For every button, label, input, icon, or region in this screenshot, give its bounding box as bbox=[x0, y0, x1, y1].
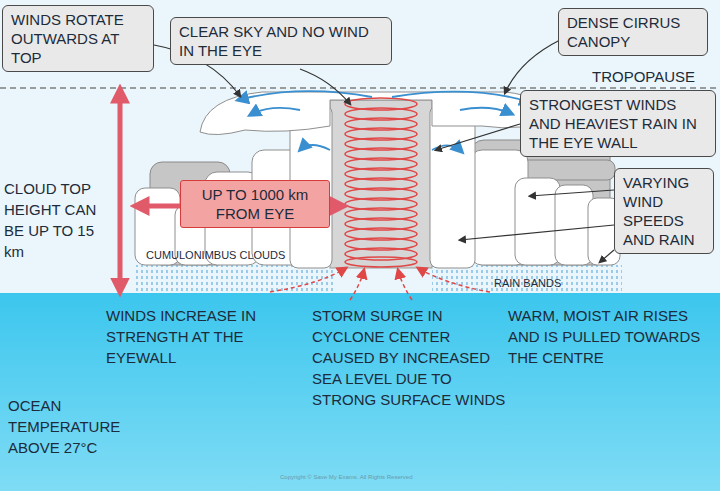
eye bbox=[330, 100, 432, 268]
box-text: UP TO 1000 km FROM EYE bbox=[189, 185, 321, 223]
watermark: Copyright © Save My Exams. All Rights Re… bbox=[280, 473, 480, 481]
ocean bbox=[0, 293, 720, 491]
tropopause-label: TROPOPAUSE bbox=[592, 66, 717, 87]
ocean-note: OCEAN TEMPERATURE ABOVE 27°C bbox=[8, 395, 168, 458]
box-text: VARYING WIND SPEEDS AND RAIN bbox=[623, 173, 705, 249]
rain-bands bbox=[135, 265, 622, 293]
box-text: STRONGEST WINDS AND HEAVIEST RAIN IN THE… bbox=[529, 95, 707, 152]
rain-label: RAIN BANDS bbox=[494, 276, 594, 291]
callout-box: STRONGEST WINDS AND HEAVIEST RAIN IN THE… bbox=[520, 90, 716, 157]
callout-box: WINDS ROTATE OUTWARDS AT TOP bbox=[2, 5, 154, 72]
box-text: DENSE CIRRUS CANOPY bbox=[567, 13, 699, 51]
inflow-arrows bbox=[270, 268, 490, 300]
height-note: CLOUD TOP HEIGHT CAN BE UP TO 15 km bbox=[4, 178, 114, 262]
box-text: CLEAR SKY AND NO WIND IN THE EYE bbox=[179, 22, 383, 60]
storm-surge-note: STORM SURGE IN CYCLONE CENTER CAUSED BY … bbox=[312, 305, 507, 410]
spiral bbox=[345, 98, 417, 267]
callout-box: CLEAR SKY AND NO WIND IN THE EYE bbox=[170, 17, 392, 65]
callout-box: VARYING WIND SPEEDS AND RAIN bbox=[614, 168, 714, 254]
cloud-label: CUMULONIMBUS CLOUDS bbox=[146, 248, 331, 263]
inflow-note: WARM, MOIST AIR RISES AND IS PULLED TOWA… bbox=[508, 305, 718, 368]
height-arrow bbox=[118, 96, 123, 290]
callout-box: DENSE CIRRUS CANOPY bbox=[558, 8, 708, 56]
outflow-arrows bbox=[238, 91, 530, 152]
distance-box: UP TO 1000 km FROM EYE bbox=[180, 180, 330, 228]
box-text: WINDS ROTATE OUTWARDS AT TOP bbox=[11, 10, 145, 67]
tropopause-line bbox=[0, 87, 720, 88]
cumulonimbus-clouds bbox=[135, 150, 620, 265]
eyewall-note: WINDS INCREASE IN STRENGTH AT THE EYEWAL… bbox=[106, 305, 296, 368]
